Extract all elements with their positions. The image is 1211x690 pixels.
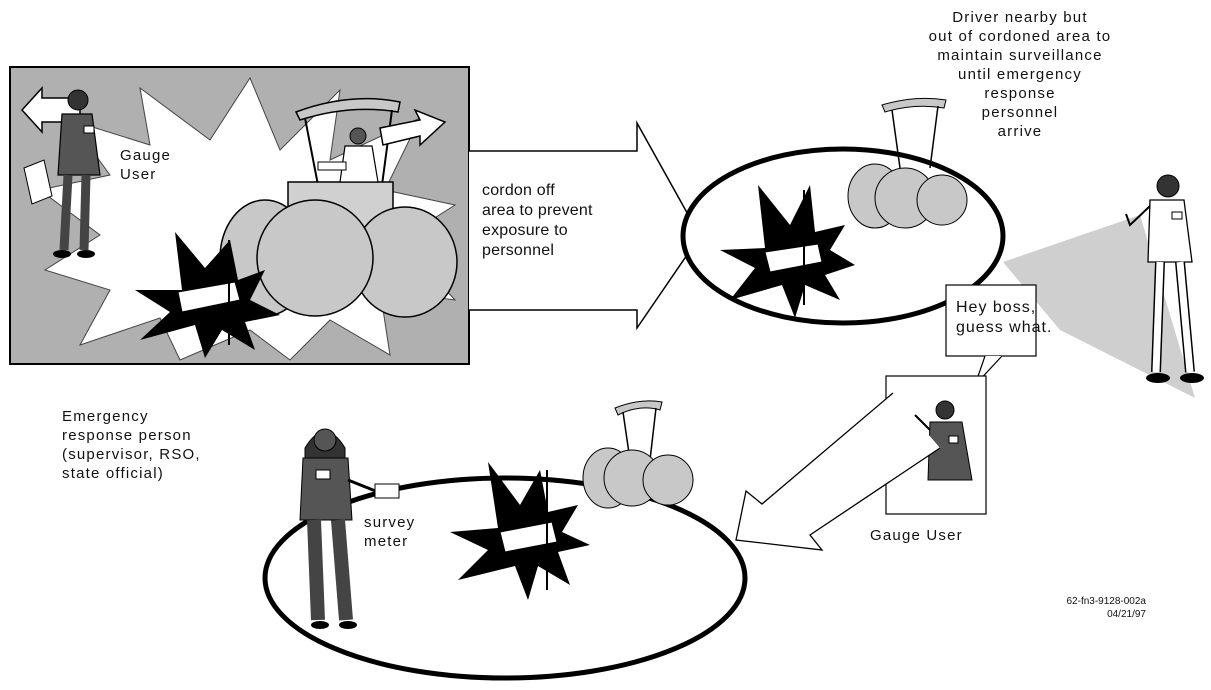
speech-bubble-text: Hey boss, guess what. (956, 299, 1053, 336)
cordoned-area-bottom (262, 400, 748, 681)
driver-standing-figure (1125, 174, 1204, 383)
emergency-person-figure (299, 428, 400, 629)
flee-arrow-right (379, 108, 447, 147)
notify-arrow (735, 392, 941, 551)
speech-bubble (945, 284, 1037, 386)
roller-compactor-machine (219, 97, 458, 318)
incident-panel (9, 66, 470, 365)
cordoned-area-right (680, 97, 1204, 398)
driver-nearby-note: Driver nearby but out of cordoned area t… (928, 9, 1112, 140)
driver-figure (317, 127, 379, 183)
cordon-off-note: cordon off area to prevent exposure to p… (482, 182, 593, 259)
survey-meter-label: survey meter (364, 514, 416, 550)
driver-sightline-beam (1003, 215, 1195, 398)
roller-compactor-small-right (847, 97, 968, 229)
gauge-burst-right (720, 185, 855, 318)
gauge-user-label-bottom: Gauge User (870, 527, 963, 544)
emergency-person-label: Emergency response person (supervisor, R… (62, 408, 201, 482)
gauge-burst-panel (135, 232, 280, 358)
gauge-user-figure (23, 89, 101, 258)
document-code: 62-fn3-9128-002a 04/21/97 (1066, 596, 1146, 620)
gauge-burst-bottom (450, 462, 590, 600)
gauge-user-label-top: Gauge User (120, 147, 172, 183)
roller-compactor-small-bottom (582, 400, 694, 509)
